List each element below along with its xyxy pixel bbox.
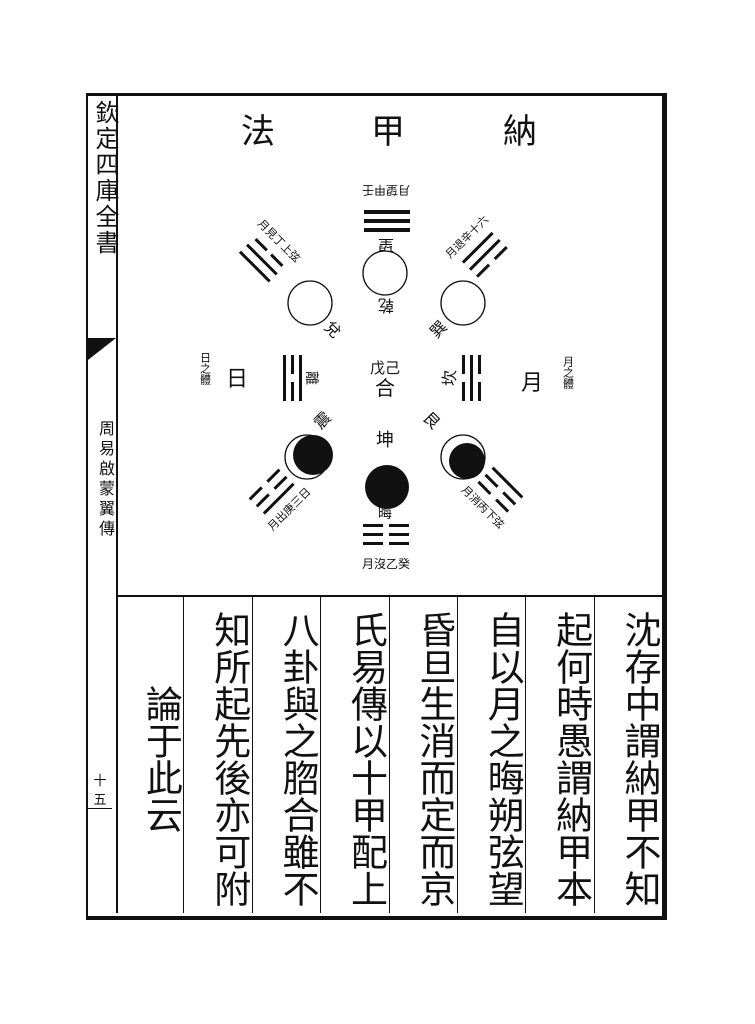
- text-column: 知所起先後亦可附: [183, 597, 251, 913]
- fishtail-mark: [88, 338, 116, 360]
- trigram-line: [364, 228, 410, 232]
- trigram-line: [502, 491, 517, 506]
- li-sun-label: 日: [226, 367, 248, 392]
- trigram-line: [248, 486, 263, 501]
- trigram-line: [363, 524, 383, 527]
- kan-moon-label: 月: [521, 371, 543, 396]
- text-column: 沈存中謂納甲不知: [593, 597, 662, 913]
- trigram-line: [478, 382, 481, 401]
- li-note: 日之體: [199, 352, 212, 386]
- trigram-gen: 艮 月消丙下弦: [419, 408, 524, 532]
- zhen-note: 月出庚三日: [265, 485, 314, 534]
- center-label-wuji: 戊己: [370, 359, 400, 377]
- li-name: 離: [303, 371, 320, 385]
- trigram-line: [470, 355, 473, 401]
- page-number: 十五: [88, 770, 112, 809]
- text-column: 起何時愚謂納甲本: [525, 597, 593, 913]
- text-columns: 沈存中謂納甲不知 起何時愚謂納甲本 自以月之晦朔弦望 昏旦生消而定而京 氏易傳以…: [116, 597, 662, 913]
- trigram-line: [283, 355, 286, 401]
- trigram-line: [273, 475, 288, 490]
- diagram-title-char: 甲: [371, 112, 405, 152]
- trigram-line: [291, 355, 294, 374]
- margin-column: [86, 93, 118, 913]
- trigram-line: [389, 542, 409, 545]
- trigram-line: [484, 473, 499, 488]
- trigram-qian: 月望甲壬 望 乾: [362, 183, 410, 315]
- trigram-line: [255, 493, 270, 508]
- kun-phase: 晦: [378, 506, 392, 522]
- center-label-he: 合: [375, 376, 395, 400]
- trigram-line: [291, 382, 294, 401]
- trigram-line: [364, 219, 410, 223]
- trigram-zhen: 震 月出庚三日: [248, 408, 335, 534]
- trigram-line: [477, 480, 492, 495]
- text-column: 八卦與之脗合雖不: [251, 597, 320, 913]
- gen-name: 艮: [419, 408, 444, 433]
- text-column: 論于此云: [139, 685, 183, 833]
- trigram-dui: 月見丁上弦 兌: [238, 216, 345, 342]
- kan-note: 月之體: [562, 356, 575, 390]
- trigram-line: [266, 468, 281, 483]
- trigram-li: 日之體 日 離: [199, 352, 320, 401]
- kun-note: 月沒乙癸: [362, 557, 410, 571]
- qian-name: 乾: [378, 296, 394, 315]
- text-column: 氏易傳以十甲配上: [320, 597, 388, 913]
- section-divider: [116, 595, 662, 597]
- trigram-kan: 坎 月 月之體: [440, 355, 575, 401]
- kun-name: 坤: [376, 430, 394, 451]
- moon-full-circle: [362, 250, 408, 296]
- moon-waning-circle: [440, 280, 486, 326]
- kan-name: 坎: [440, 370, 459, 386]
- trigram-line: [495, 498, 510, 513]
- xun-name: 巽: [426, 317, 451, 342]
- diagram-title-char: 法: [241, 112, 275, 152]
- trigram-line: [475, 263, 491, 278]
- qian-note: 月望甲壬: [362, 183, 410, 197]
- trigram-line: [363, 533, 383, 536]
- diagram-title-char: 納: [503, 112, 537, 152]
- trigram-line: [389, 533, 409, 536]
- trigram-line: [262, 482, 295, 515]
- gen-note: 月消丙下弦: [459, 483, 508, 532]
- zhen-name: 震: [310, 408, 335, 433]
- trigram-line: [493, 245, 508, 261]
- moon-shadow: [449, 443, 485, 479]
- trigram-line: [389, 524, 409, 527]
- trigram-line: [245, 243, 278, 276]
- trigram-line: [491, 466, 524, 499]
- moon-first-quarter-circle: [287, 280, 333, 326]
- trigram-line: [478, 355, 481, 374]
- trigram-line: [462, 382, 465, 401]
- moon-dark-circle: [365, 465, 409, 509]
- trigram-line: [461, 231, 494, 264]
- page-frame: [86, 93, 667, 920]
- book-title: 周易啟蒙翼傳: [96, 420, 115, 540]
- trigram-line: [254, 237, 268, 252]
- series-title: 欽定四庫全書: [91, 100, 119, 256]
- trigram-line: [299, 355, 302, 401]
- trigram-line: [462, 355, 465, 374]
- moon-shadow: [293, 435, 333, 475]
- text-column: 昏旦生消而定而京: [388, 597, 457, 913]
- trigram-line: [468, 238, 501, 271]
- qian-phase: 望: [378, 236, 394, 255]
- trigram-line: [363, 542, 383, 545]
- trigram-line: [364, 210, 410, 214]
- text-column: 自以月之晦朔弦望: [456, 597, 525, 913]
- trigram-kun: 坤 晦 月沒乙癸: [362, 430, 410, 571]
- trigram-xun: 月退辛十六 巽: [426, 212, 508, 342]
- trigram-line: [238, 250, 271, 283]
- trigram-line: [270, 253, 284, 267]
